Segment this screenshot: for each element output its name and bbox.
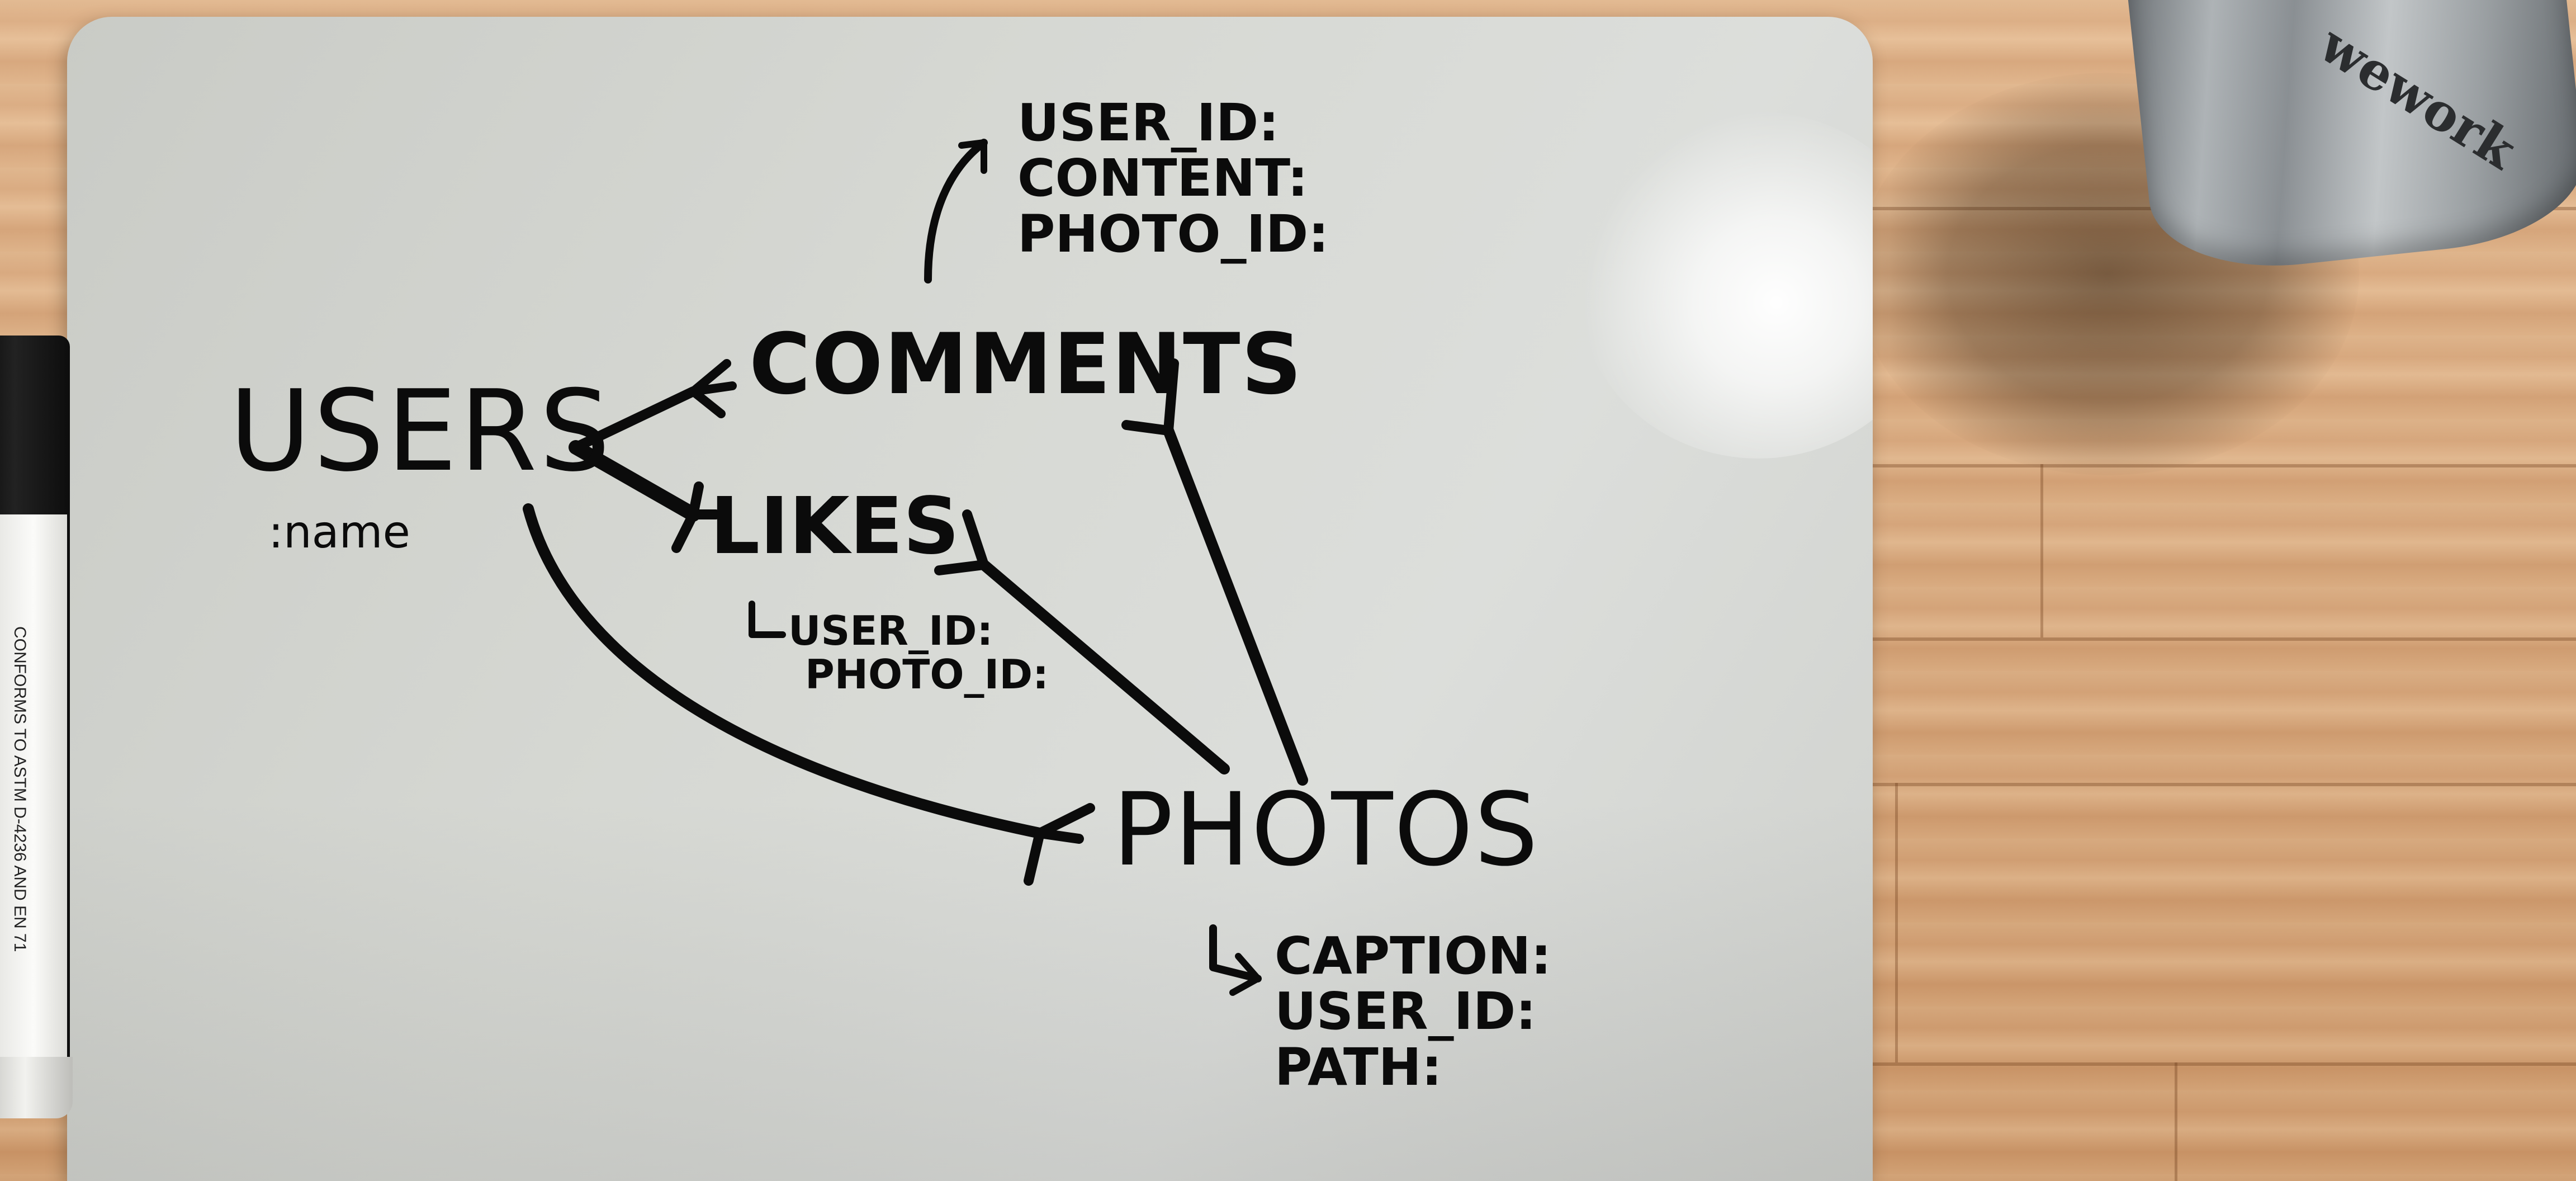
comments-arrowhead xyxy=(1121,358,1179,436)
comments-crowfoot xyxy=(689,359,737,418)
photos-label: PHOTOS xyxy=(1112,772,1540,889)
comments-fields-arrow xyxy=(924,139,988,284)
likes-label: LIKES xyxy=(710,481,960,572)
whiteboard xyxy=(67,17,1873,1181)
desk-plank-line xyxy=(1845,637,2576,641)
users-label: USERS xyxy=(229,366,613,497)
comments-field-photo-id: PHOTO_ID: xyxy=(1017,204,1329,264)
likes-to-photos-line xyxy=(978,559,1230,774)
board-shade xyxy=(67,800,1873,1181)
photos-field-path: PATH: xyxy=(1275,1037,1442,1097)
photos-field-caption: CAPTION: xyxy=(1275,926,1552,986)
comments-field-user-id: USER_ID: xyxy=(1017,93,1280,153)
comments-field-content: CONTENT: xyxy=(1017,148,1308,209)
photos-crowfoot xyxy=(1024,803,1095,886)
photos-field-user-id: USER_ID: xyxy=(1275,981,1537,1042)
light-glare xyxy=(1576,112,1873,459)
users-name-field: :name xyxy=(268,506,410,558)
users-to-photos-curve xyxy=(523,503,1045,839)
comments-label: COMMENTS xyxy=(749,316,1303,413)
likes-field-photo-id: PHOTO_ID: xyxy=(805,650,1049,698)
users-to-comments-line xyxy=(571,386,698,452)
photos-fields-arrowhead xyxy=(1229,953,1261,996)
comments-fields-arrowhead xyxy=(958,139,987,174)
comments-to-photos-line xyxy=(1163,425,1308,786)
photos-fields: CAPTION: USER_ID: PATH: xyxy=(1275,928,1551,1095)
desk-plank-seam xyxy=(2175,1062,2177,1181)
likes-fields: USER_ID: PHOTO_ID: xyxy=(788,607,1049,698)
desk-plank-seam xyxy=(1895,783,1898,1062)
desk-plank-seam xyxy=(2040,464,2043,637)
desk-plank-line xyxy=(1845,1062,2576,1066)
marker-cap xyxy=(0,1057,73,1118)
likes-fields-arrow xyxy=(749,601,786,638)
photos-fields-arrow xyxy=(1209,924,1262,982)
desk-plank-line xyxy=(1845,464,2576,467)
users-to-likes-line xyxy=(569,440,700,522)
desk-plank-line xyxy=(1845,783,2576,786)
comments-fields: USER_ID: CONTENT: PHOTO_ID: xyxy=(1017,95,1329,262)
likes-field-user-id: USER_ID: xyxy=(788,607,993,654)
marker-label xyxy=(0,514,67,1074)
likes-arrowhead xyxy=(934,509,989,575)
likes-crowfoot xyxy=(671,481,721,553)
